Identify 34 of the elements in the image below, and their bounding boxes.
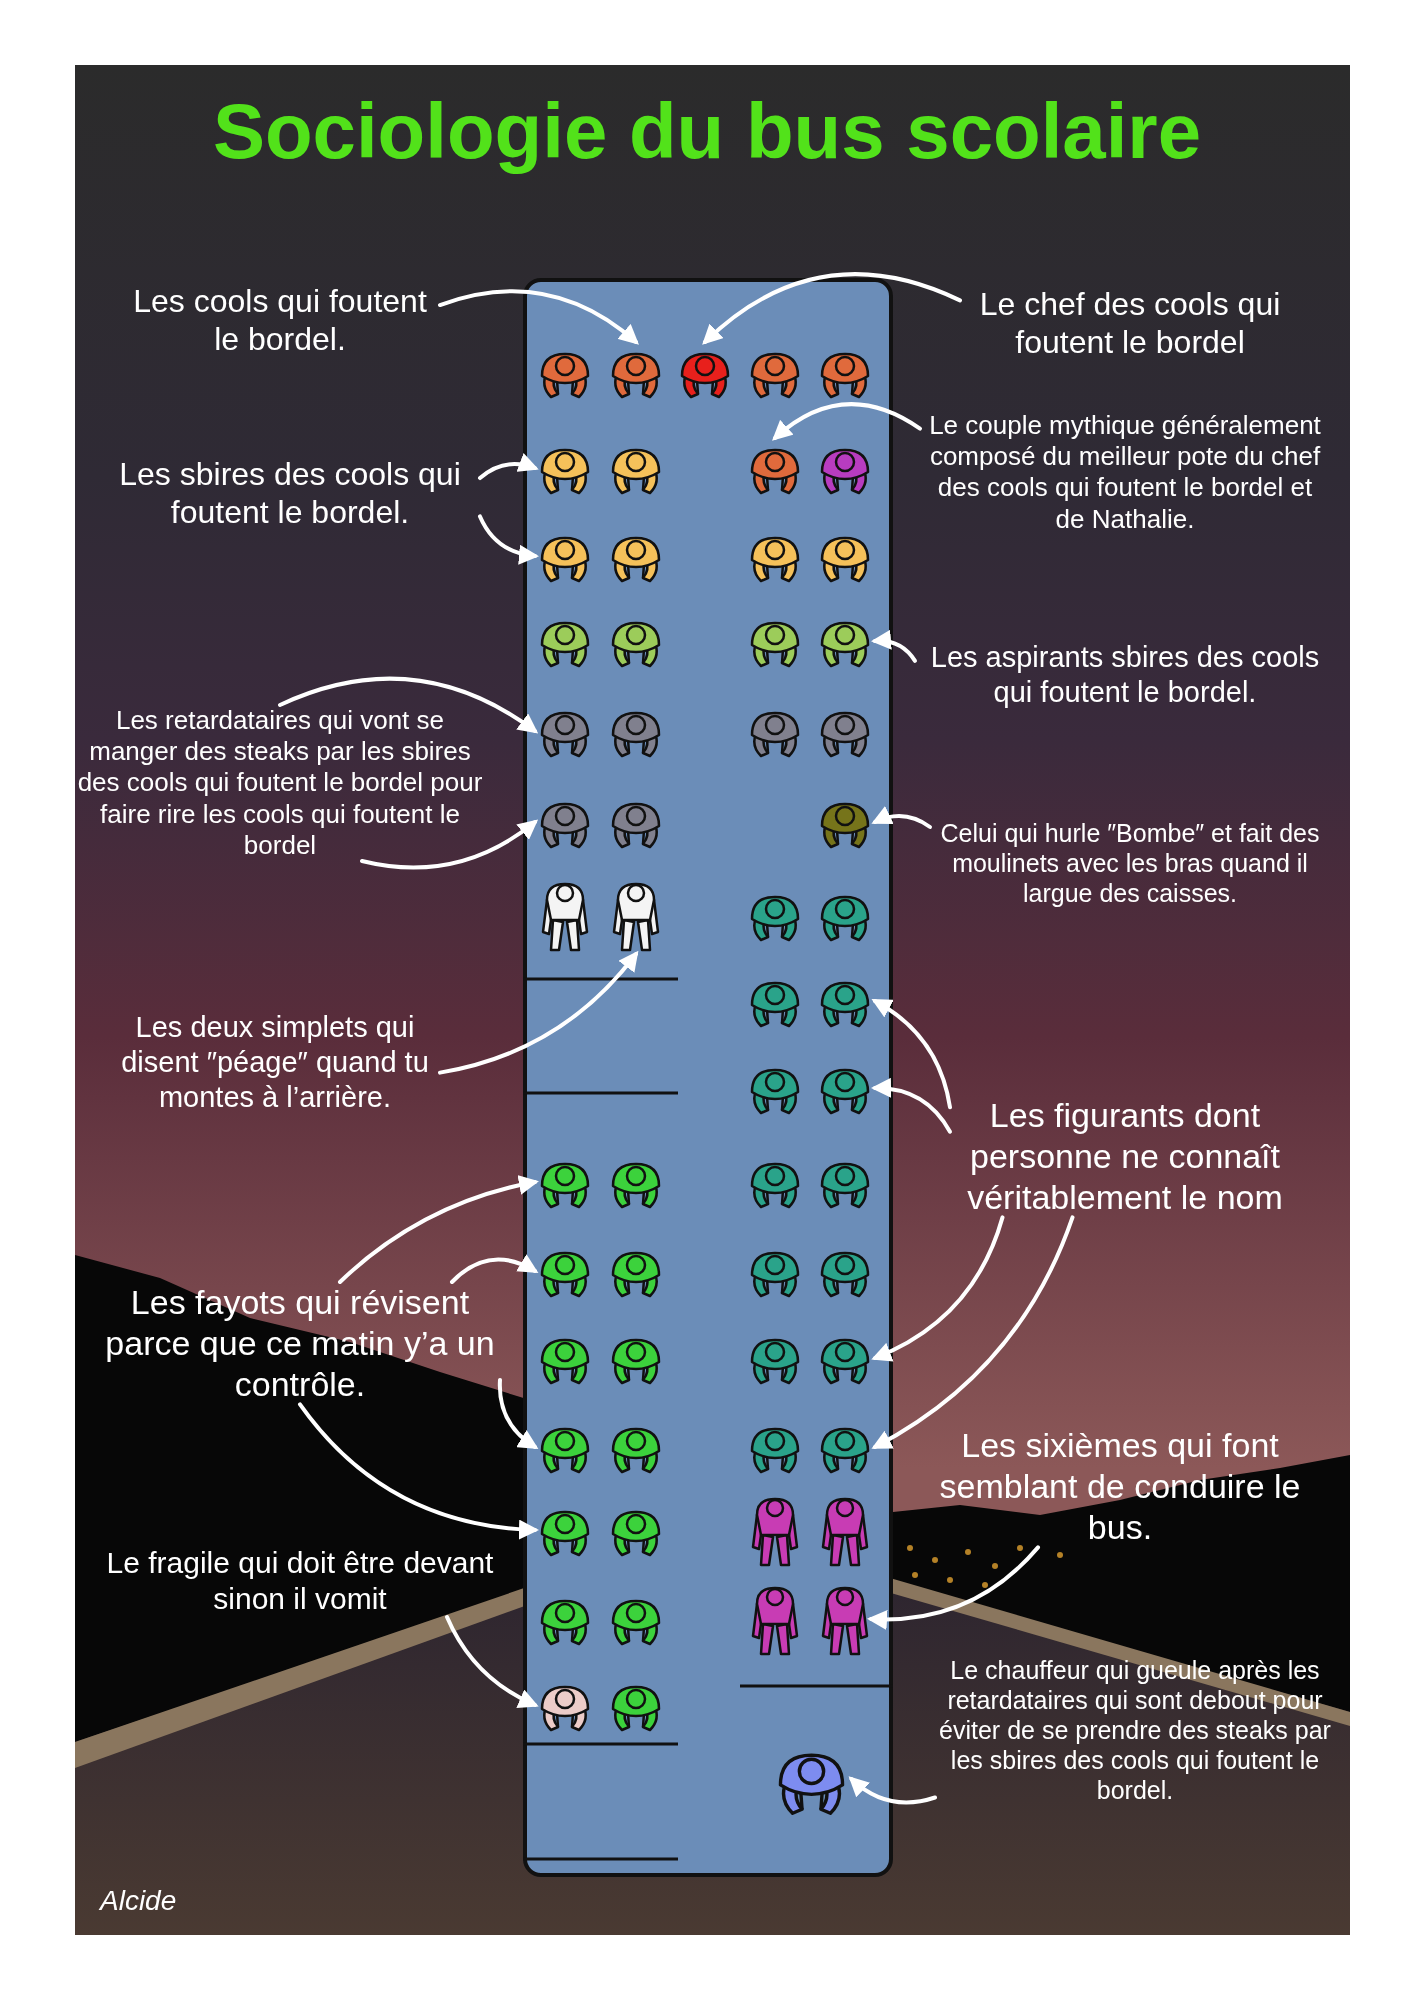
arrow: [298, 1402, 539, 1539]
arrow: [438, 950, 639, 1075]
callout-text: Le couple mythique généralement composé du meilleur pote du chef des cools qui foutent le bordel et de Nathalie.: [920, 410, 1330, 535]
arrow: [278, 676, 539, 734]
arrow: [702, 272, 962, 345]
arrow: [360, 819, 539, 870]
arrow: [478, 453, 539, 481]
callout-text: Le chauffeur qui gueule après les retardataires qui sont debout pour éviter de se prendre des steaks par les sbires des cools qui foutent le bordel.: [935, 1655, 1335, 1805]
callout-text: Les figurants dont personne ne connaît véritablement le nom: [950, 1095, 1300, 1218]
arrow: [867, 1545, 1040, 1630]
arrow: [450, 1254, 539, 1284]
callout-text: Les sixièmes qui font semblant de conduire le bus.: [915, 1425, 1325, 1548]
arrow: [871, 1078, 952, 1134]
arrow: [871, 1215, 1075, 1449]
arrow: [848, 1776, 937, 1805]
arrow: [497, 1377, 539, 1450]
arrow: [438, 289, 640, 345]
callout-text: Les retardataires qui vont se manger des steaks par les sbires des cools qui foutent le bordel pour faire rire les cools qui foutent le bordel: [75, 705, 485, 861]
arrow: [445, 1615, 539, 1708]
arrow: [338, 1175, 539, 1284]
arrow: [478, 514, 539, 564]
callout-text: Les sbires des cools qui foutent le bordel.: [100, 455, 480, 532]
callout-text: Le chef des cools qui foutent le bordel: [960, 285, 1300, 362]
arrow: [871, 630, 917, 663]
arrow: [871, 806, 932, 829]
callout-text: Le fragile qui doit être devant sinon il vomit: [90, 1545, 510, 1617]
callout-text: Les cools qui foutent le bordel.: [120, 282, 440, 359]
arrow: [871, 1215, 1005, 1361]
arrow: [871, 999, 952, 1110]
callout-text: Les aspirants sbires des cools qui foutent le bordel.: [915, 640, 1335, 710]
callout-text: Celui qui hurle ″Bombe″ et fait des moulinets avec les bras quand il largue des caisses.: [930, 818, 1330, 908]
arrow: [771, 402, 922, 441]
signature: Alcide: [100, 1884, 177, 1918]
callout-text: Les deux simplets qui disent ″péage″ quand tu montes à l’arrière.: [110, 1010, 440, 1115]
